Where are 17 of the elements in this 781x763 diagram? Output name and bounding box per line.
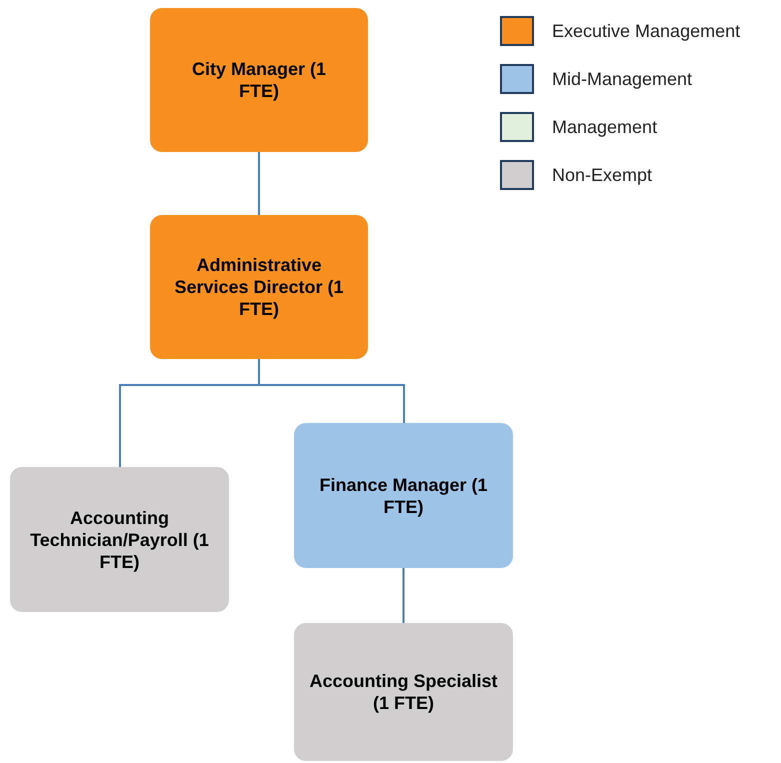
position-title: City Manager (1 FTE) — [190, 58, 328, 102]
legend-label: Mid-Management — [552, 68, 692, 91]
position-box — [294, 623, 513, 761]
position-box — [294, 423, 513, 568]
connector-line — [258, 152, 260, 215]
position-title: Finance Manager (1 FTE) — [318, 474, 489, 518]
position-title: Accounting Technician/Payroll (1 FTE) — [29, 506, 210, 572]
position-title: Accounting Specialist (1 FTE) — [308, 670, 499, 714]
legend-label: Management — [552, 116, 658, 139]
legend-label: Executive Management — [552, 20, 740, 43]
position-box — [150, 8, 368, 152]
connector-line — [258, 359, 405, 423]
position-box — [150, 215, 368, 359]
position-box — [10, 467, 229, 612]
connector-line — [402, 568, 404, 623]
legend-label: Non-Exempt — [552, 164, 652, 187]
position-title: Administrative Services Director (1 FTE) — [173, 254, 345, 320]
